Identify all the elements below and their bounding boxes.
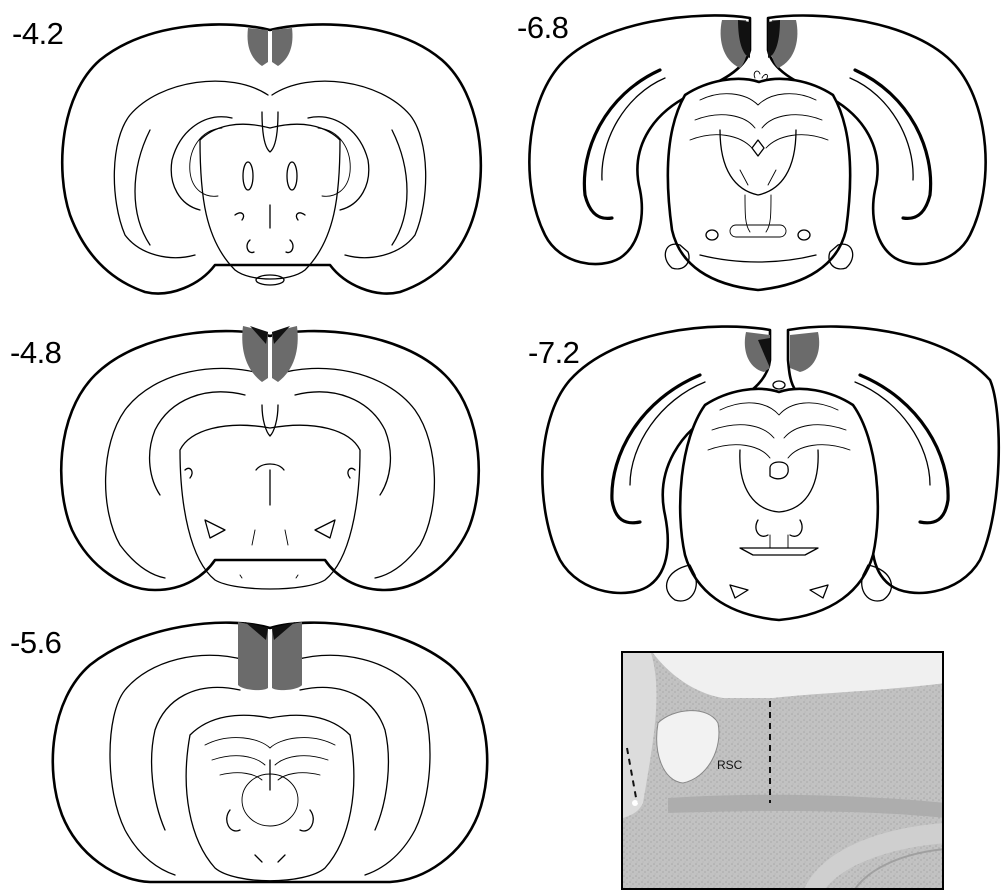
rsc-label: RSC bbox=[717, 758, 742, 772]
histology-photo-texture bbox=[623, 653, 944, 890]
histology-photo: RSC bbox=[621, 651, 944, 890]
